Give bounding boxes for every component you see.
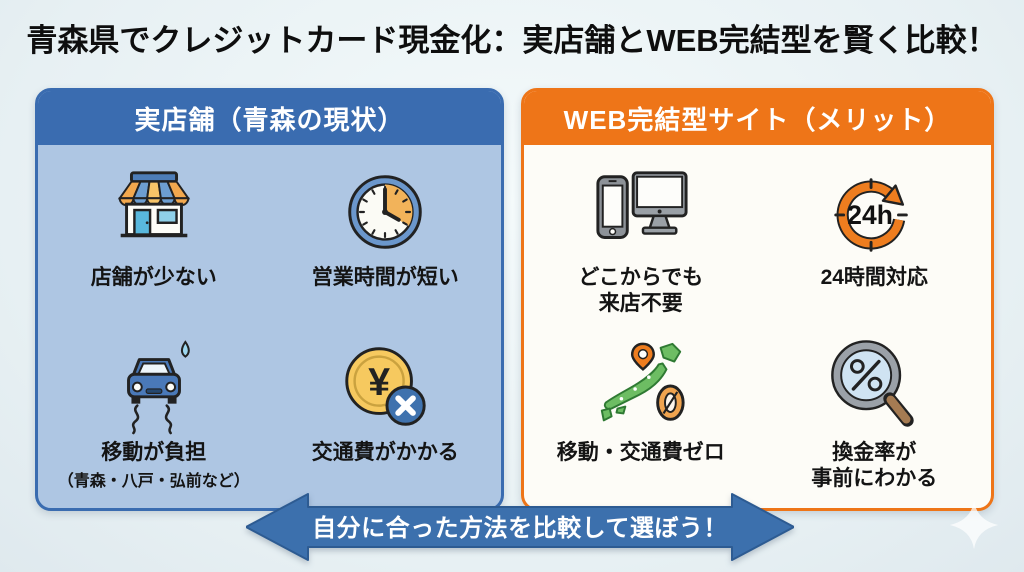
phone-monitor-icon [596, 171, 688, 239]
sparkle-icon [949, 500, 999, 550]
left-item-label: 移動が負担 [101, 441, 207, 464]
page-title: 青森県でクレジットカード現金化：実店舗とWEB完結型を賢く比較！ [26, 23, 998, 58]
left-panel-body: 店舗が少ない [38, 145, 502, 508]
right-item-no-visit: どこからでも 来店不要 [524, 151, 758, 326]
left-item-label: 営業時間が短い [311, 266, 459, 289]
yen-coin-cross-icon: ¥ [345, 347, 426, 426]
right-item-label-line2: 事前にわかる [811, 467, 938, 491]
left-panel-header: 実店舗（青森の現状） [38, 91, 501, 145]
right-item-24h: 24h 24時間対応 [758, 151, 992, 326]
magnifier-percent-icon [831, 340, 914, 427]
left-item-label: 店舗が少ない [90, 266, 217, 289]
left-item-few-stores: 店舗が少ない [38, 151, 270, 326]
left-item-transport-cost: ¥ 交通費がかかる [270, 326, 502, 508]
left-item-sublabel: （青森・八戸・弘前など） [57, 473, 250, 491]
left-item-short-hours: 営業時間が短い [270, 151, 502, 326]
right-item-label: どこからでも 来店不要 [578, 265, 703, 318]
24h-badge-text: 24h [848, 200, 894, 230]
clock-short-hours-icon [348, 175, 422, 249]
right-item-label-line1: 換金率が [832, 441, 917, 464]
right-item-label-line1: どこからでも [578, 266, 704, 289]
right-panel-body: どこからでも 来店不要 24h 24時間対応 [524, 145, 992, 508]
right-item-known-rate: 換金率が 事前にわかる [758, 326, 992, 508]
left-item-travel-burden: 移動が負担 （青森・八戸・弘前など） [38, 326, 270, 508]
right-panel-web-sites: WEB完結型サイト（メリット） どこからでも 来店不要 [521, 88, 994, 511]
right-item-label: 換金率が 事前にわかる [811, 440, 937, 493]
banner-label: 自分に合った方法を比較して選ぼう！ [312, 514, 728, 542]
left-panel-physical-stores: 実店舗（青森の現状） [35, 88, 504, 511]
car-skid-icon [126, 340, 190, 435]
right-item-label: 移動・交通費ゼロ [556, 441, 725, 464]
double-arrow-shape [246, 493, 794, 561]
left-item-label: 交通費がかかる [311, 441, 459, 464]
yen-symbol: ¥ [368, 361, 390, 404]
24h-circular-arrow-icon: 24h [834, 178, 909, 252]
right-item-label: 24時間対応 [820, 266, 928, 289]
right-item-label-line2: 来店不要 [598, 292, 683, 316]
japan-map-pin-zero-icon [600, 342, 685, 422]
right-item-zero-cost: 移動・交通費ゼロ [524, 326, 758, 508]
comparison-arrow-banner: 自分に合った方法を比較して選ぼう！ [246, 493, 794, 561]
storefront-icon [117, 171, 190, 238]
right-panel-header: WEB完結型サイト（メリット） [524, 91, 991, 145]
